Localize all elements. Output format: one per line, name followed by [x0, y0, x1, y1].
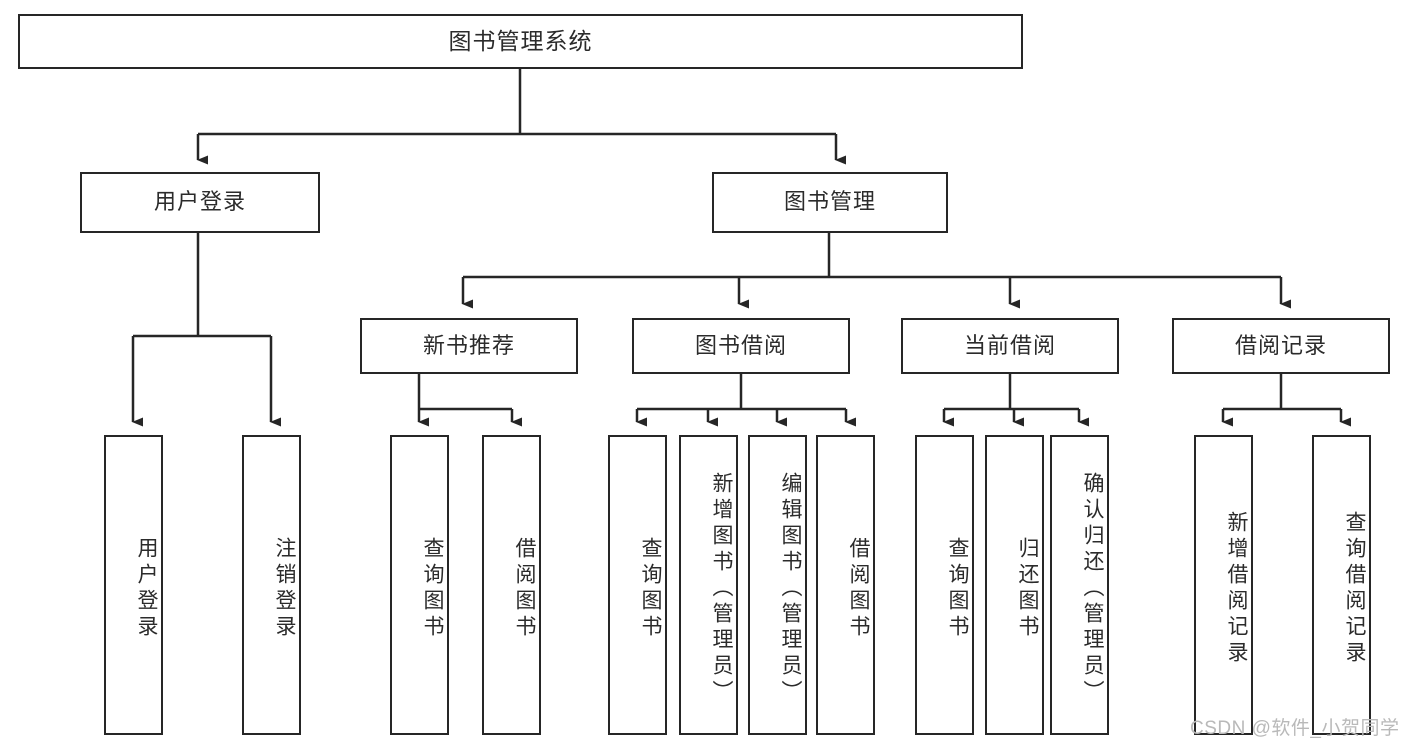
leaf-borrow-query-book[interactable]: 查询图书 — [608, 435, 667, 735]
leaf-user-login-login[interactable]: 用户登录 — [104, 435, 163, 735]
node-label: 注销登录 — [273, 537, 296, 641]
leaf-user-login-logout[interactable]: 注销登录 — [242, 435, 301, 735]
node-label: 当前借阅 — [963, 332, 1056, 358]
leaf-recommend-query-book[interactable]: 查询图书 — [390, 435, 449, 735]
node-label: 图书借阅 — [694, 332, 787, 358]
leaf-current-query-book[interactable]: 查询图书 — [915, 435, 974, 735]
node-root-system[interactable]: 图书管理系统 — [18, 14, 1023, 69]
leaf-current-return-book[interactable]: 归还图书 — [985, 435, 1044, 735]
node-label: 查询图书 — [421, 537, 444, 641]
node-book-borrow[interactable]: 图书借阅 — [632, 318, 850, 374]
node-user-login[interactable]: 用户登录 — [80, 172, 320, 233]
node-label: 借阅记录 — [1234, 332, 1327, 358]
node-label: 用户登录 — [153, 189, 246, 215]
node-label: 用户登录 — [135, 537, 158, 641]
node-label: 归还图书 — [1016, 537, 1039, 641]
leaf-borrow-edit-book[interactable]: 编辑图书（管理员） — [748, 435, 807, 735]
node-label: 查询借阅记录 — [1343, 511, 1366, 667]
node-book-management[interactable]: 图书管理 — [712, 172, 948, 233]
leaf-recommend-borrow-book[interactable]: 借阅图书 — [482, 435, 541, 735]
node-label: 借阅图书 — [513, 537, 536, 641]
node-label: 借阅图书 — [847, 537, 870, 641]
leaf-borrow-borrow-book[interactable]: 借阅图书 — [816, 435, 875, 735]
node-new-book-recommend[interactable]: 新书推荐 — [360, 318, 578, 374]
leaf-record-add-record[interactable]: 新增借阅记录 — [1194, 435, 1253, 735]
node-label: 图书管理系统 — [448, 27, 593, 54]
node-label: 图书管理 — [783, 189, 876, 215]
node-label: 新书推荐 — [422, 332, 515, 358]
watermark-text: CSDN @软件_小贺同学 — [1190, 718, 1400, 739]
node-label: 确认归还（管理员） — [1081, 472, 1104, 706]
leaf-record-query-record[interactable]: 查询借阅记录 — [1312, 435, 1371, 735]
leaf-current-confirm-return[interactable]: 确认归还（管理员） — [1050, 435, 1109, 735]
node-label: 编辑图书（管理员） — [779, 472, 802, 706]
node-borrow-record[interactable]: 借阅记录 — [1172, 318, 1390, 374]
node-label: 新增图书（管理员） — [710, 472, 733, 706]
node-label: 查询图书 — [946, 537, 969, 641]
node-label: 查询图书 — [639, 537, 662, 641]
leaf-borrow-add-book[interactable]: 新增图书（管理员） — [679, 435, 738, 735]
node-current-borrow[interactable]: 当前借阅 — [901, 318, 1119, 374]
node-label: 新增借阅记录 — [1225, 511, 1248, 667]
